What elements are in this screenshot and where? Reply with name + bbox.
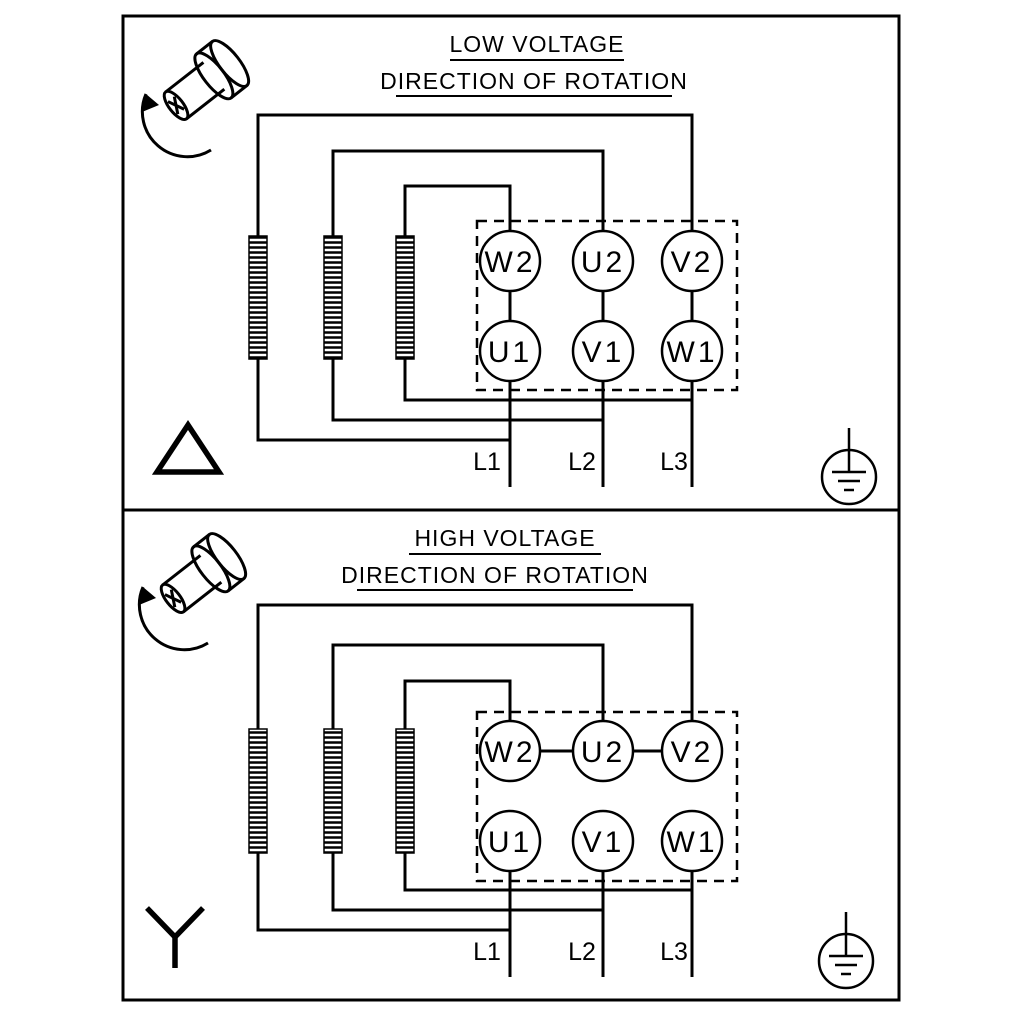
panel-border — [121, 508, 901, 1002]
terminal-label: W2 — [485, 246, 536, 279]
earth-ground-icon — [817, 910, 875, 990]
rotation-direction-icon — [140, 33, 257, 159]
star-icon — [145, 906, 205, 968]
terminal-box — [475, 219, 739, 392]
terminal-label: W1 — [667, 336, 718, 369]
supply-line-label-l1: L1 — [473, 448, 501, 476]
delta-icon — [151, 420, 225, 475]
supply-line-label-l3: L3 — [660, 938, 688, 966]
terminal-label: V2 — [671, 246, 714, 279]
winding-coil — [323, 235, 343, 360]
motor-windings — [248, 235, 415, 360]
terminal-U2: U2 — [571, 719, 635, 783]
terminal-V2: V2 — [660, 719, 724, 783]
terminal-U1: U1 — [478, 809, 542, 873]
winding-coil — [323, 728, 343, 854]
winding-coil — [248, 728, 268, 854]
terminal-V1: V1 — [571, 319, 635, 383]
terminal-W1: W1 — [660, 809, 724, 873]
supply-line-label-l2: L2 — [568, 448, 596, 476]
terminal-label: W1 — [667, 826, 718, 859]
panel-title: HIGH VOLTAGE — [414, 525, 595, 551]
winding-coil — [248, 235, 268, 360]
terminal-label: W2 — [485, 736, 536, 769]
earth-ground-icon — [820, 426, 878, 506]
terminal-label: V2 — [671, 736, 714, 769]
wiring-high-voltage — [256, 603, 694, 977]
terminal-W2: W2 — [478, 719, 542, 783]
wiring-low-voltage — [256, 113, 694, 487]
terminal-label: U2 — [581, 736, 625, 769]
supply-line-label-l1: L1 — [473, 938, 501, 966]
winding-coil — [395, 235, 415, 360]
panel-low-voltage: LOW VOLTAGE DIRECTION OF ROTATION — [121, 14, 901, 512]
panel-subtitle: DIRECTION OF ROTATION — [380, 68, 688, 94]
terminal-U2: U2 — [571, 229, 635, 293]
terminal-label: U2 — [581, 246, 625, 279]
terminal-box — [475, 710, 739, 883]
terminal-label: U1 — [488, 826, 532, 859]
terminal-label: U1 — [488, 336, 532, 369]
terminal-V2: V2 — [660, 229, 724, 293]
terminal-label: V1 — [582, 336, 625, 369]
terminal-U1: U1 — [478, 319, 542, 383]
terminal-label: V1 — [582, 826, 625, 859]
panel-title: LOW VOLTAGE — [449, 31, 624, 57]
supply-line-label-l3: L3 — [660, 448, 688, 476]
supply-line-label-l2: L2 — [568, 938, 596, 966]
terminal-W2: W2 — [478, 229, 542, 293]
terminal-V1: V1 — [571, 809, 635, 873]
panel-high-voltage: HIGH VOLTAGE DIRECTION OF ROTATION — [121, 508, 901, 1002]
panel-subtitle: DIRECTION OF ROTATION — [341, 562, 649, 588]
rotation-direction-icon — [137, 526, 254, 652]
terminal-W1: W1 — [660, 319, 724, 383]
motor-windings — [248, 728, 415, 854]
winding-coil — [395, 728, 415, 854]
